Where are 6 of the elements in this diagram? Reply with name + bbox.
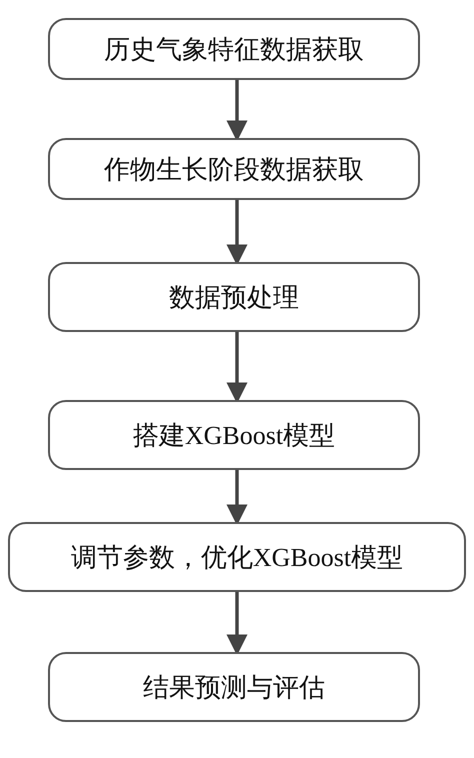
- process-box: 作物生长阶段数据获取: [48, 138, 420, 200]
- process-box: 数据预处理: [48, 262, 420, 332]
- process-box: 搭建XGBoost模型: [48, 400, 420, 470]
- process-box: 历史气象特征数据获取: [48, 18, 420, 80]
- process-box: 结果预测与评估: [48, 652, 420, 722]
- process-box: 调节参数，优化XGBoost模型: [8, 522, 466, 592]
